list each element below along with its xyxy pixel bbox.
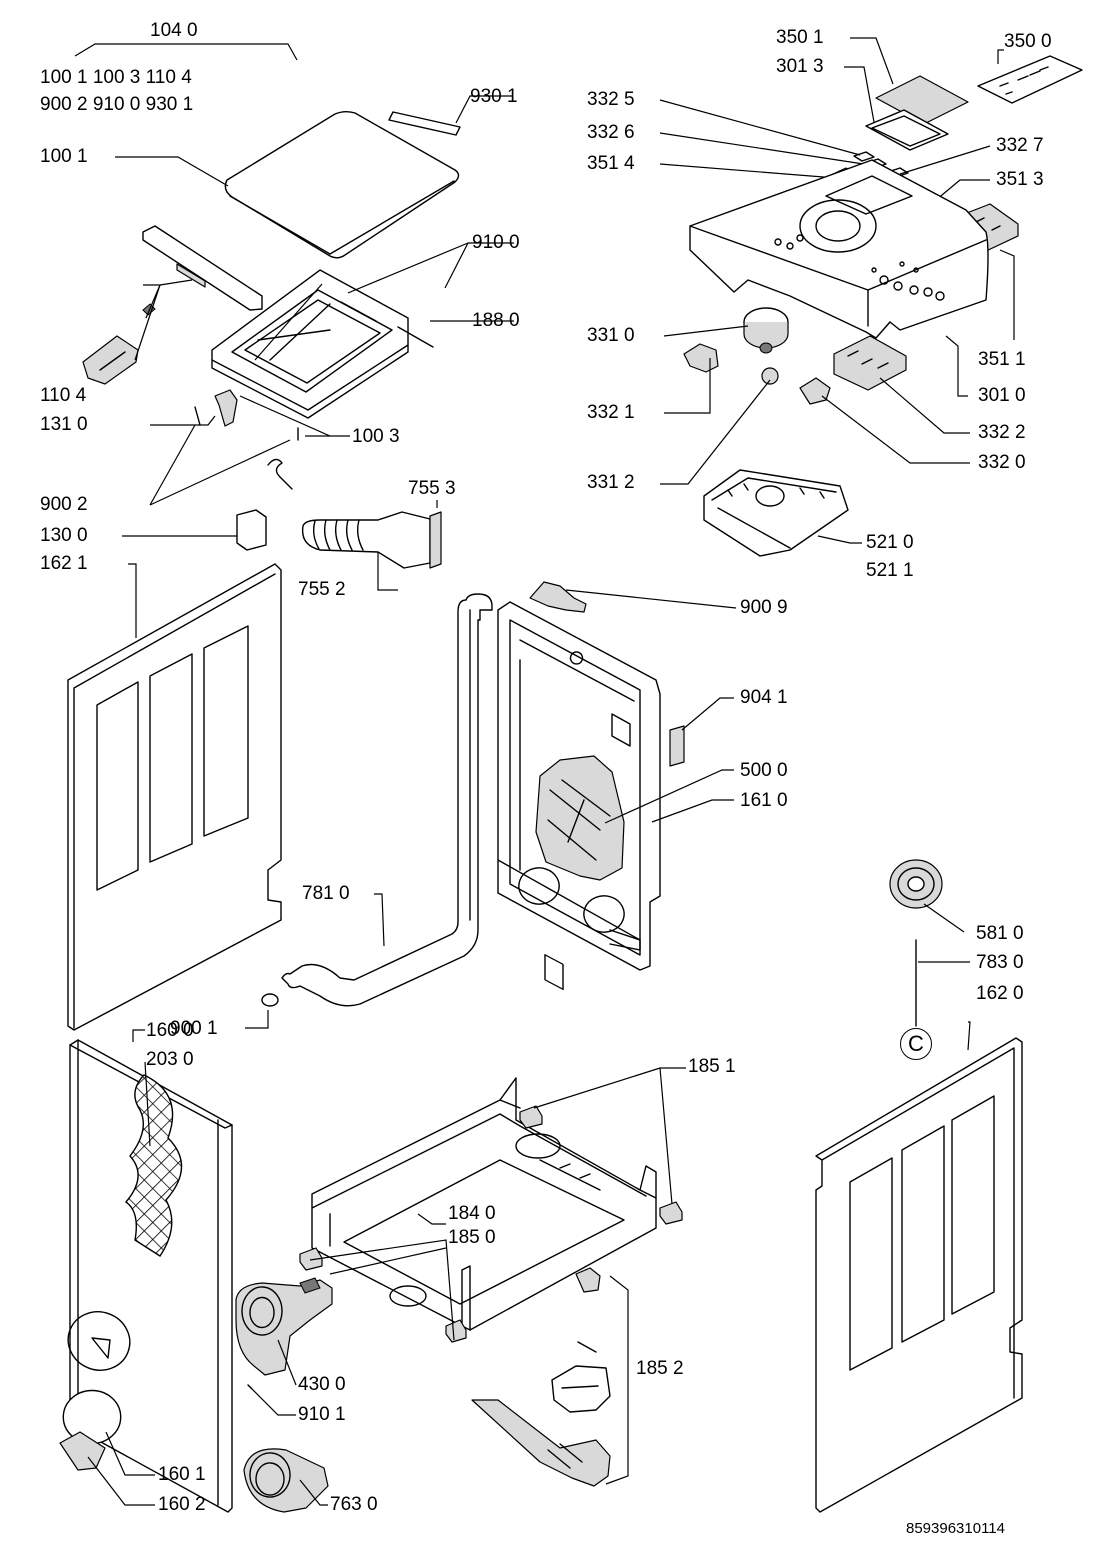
label-332-5: 332 5 <box>587 89 635 110</box>
label-104-0: 104 0 <box>150 20 198 41</box>
label-131-0: 131 0 <box>40 414 88 435</box>
base-frame <box>299 1067 686 1343</box>
label-910-0: 910 0 <box>472 232 520 253</box>
label-332-6: 332 6 <box>587 122 635 143</box>
label-110-4: 110 4 <box>40 385 87 406</box>
label-331-0: 331 0 <box>587 325 635 346</box>
document-number: 859396310114 <box>906 1520 1005 1537</box>
label-500-0: 500 0 <box>740 760 788 781</box>
label-900-1: 900 1 <box>170 1018 218 1039</box>
top-lid-assembly <box>74 43 514 506</box>
label-521-0: 521 0 <box>866 532 914 553</box>
label-783-0: 783 0 <box>976 952 1024 973</box>
label-130-0: 130 0 <box>40 525 88 546</box>
label-581-0: 581 0 <box>976 923 1024 944</box>
label-group-row-2: 900 2 910 0 930 1 <box>40 94 194 115</box>
label-900-2: 900 2 <box>40 494 88 515</box>
part-130-0 <box>122 509 267 551</box>
label-301-0: 301 0 <box>978 385 1026 406</box>
label-100-1: 100 1 <box>40 146 88 167</box>
label-430-0: 430 0 <box>298 1374 346 1395</box>
label-185-1: 185 1 <box>688 1056 736 1077</box>
label-160-2: 160 2 <box>158 1494 206 1515</box>
label-900-9: 900 9 <box>740 597 788 618</box>
left-side-panel <box>67 563 282 1031</box>
label-301-3: 301 3 <box>776 56 824 77</box>
label-910-1: 910 1 <box>298 1404 346 1425</box>
drain-hose <box>245 593 493 1029</box>
label-763-0: 763 0 <box>330 1494 378 1515</box>
label-160-0: 160 0 <box>146 1020 194 1041</box>
control-panel-assembly <box>659 37 1083 557</box>
label-332-7: 332 7 <box>996 135 1044 156</box>
label-100-3: 100 3 <box>352 426 400 447</box>
label-332-1: 332 1 <box>587 402 635 423</box>
label-185-2: 185 2 <box>636 1358 684 1379</box>
label-521-1: 521 1 <box>866 560 914 581</box>
label-351-4: 351 4 <box>587 153 635 174</box>
label-755-3: 755 3 <box>408 478 456 499</box>
label-755-2: 755 2 <box>298 579 346 600</box>
shock-absorber <box>471 1267 629 1487</box>
label-351-3: 351 3 <box>996 169 1044 190</box>
label-350-0: 350 0 <box>1004 31 1052 52</box>
label-332-0: 332 0 <box>978 452 1026 473</box>
connector-c-marker: C <box>900 1028 932 1060</box>
label-188-0: 188 0 <box>472 310 520 331</box>
rear-panel <box>497 581 737 991</box>
label-203-0: 203 0 <box>146 1049 194 1070</box>
label-162-0: 162 0 <box>976 983 1024 1004</box>
label-162-1: 162 1 <box>40 553 88 574</box>
label-332-2: 332 2 <box>978 422 1026 443</box>
label-351-1: 351 1 <box>978 349 1026 370</box>
front-panel <box>59 1029 233 1513</box>
label-350-1: 350 1 <box>776 27 824 48</box>
label-904-1: 904 1 <box>740 687 788 708</box>
label-185-0: 185 0 <box>448 1227 496 1248</box>
label-930-1: 930 1 <box>470 86 518 107</box>
right-side-panel <box>815 859 1023 1513</box>
part-755-hose <box>301 500 442 591</box>
label-161-0: 161 0 <box>740 790 788 811</box>
label-group-row-1: 100 1 100 3 110 4 <box>40 67 192 88</box>
label-781-0: 781 0 <box>302 883 350 904</box>
drain-pump <box>235 1277 333 1513</box>
label-184-0: 184 0 <box>448 1203 496 1224</box>
label-331-2: 331 2 <box>587 472 635 493</box>
label-160-1: 160 1 <box>158 1464 206 1485</box>
